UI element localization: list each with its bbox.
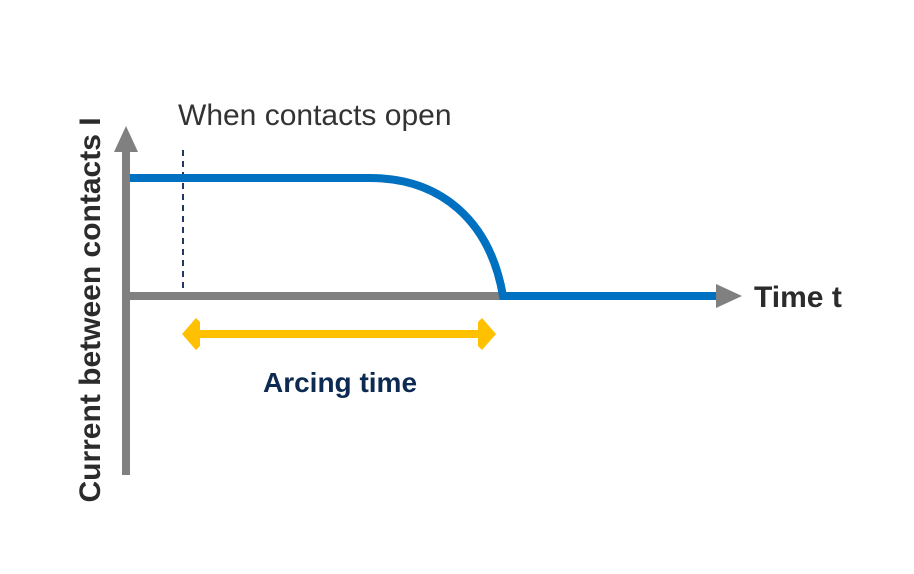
span-arrowhead-left bbox=[182, 318, 200, 350]
arcing-time-label: Arcing time bbox=[263, 367, 417, 398]
current-curve bbox=[130, 174, 718, 300]
y-axis-label: Current between contacts I bbox=[74, 117, 107, 502]
x-axis-label: Time t bbox=[754, 281, 842, 314]
y-axis-arrowhead bbox=[114, 126, 138, 152]
span-arrowhead-right bbox=[478, 318, 496, 350]
x-axis-arrowhead bbox=[716, 284, 742, 308]
contacts-open-annotation: When contacts open bbox=[178, 99, 452, 132]
